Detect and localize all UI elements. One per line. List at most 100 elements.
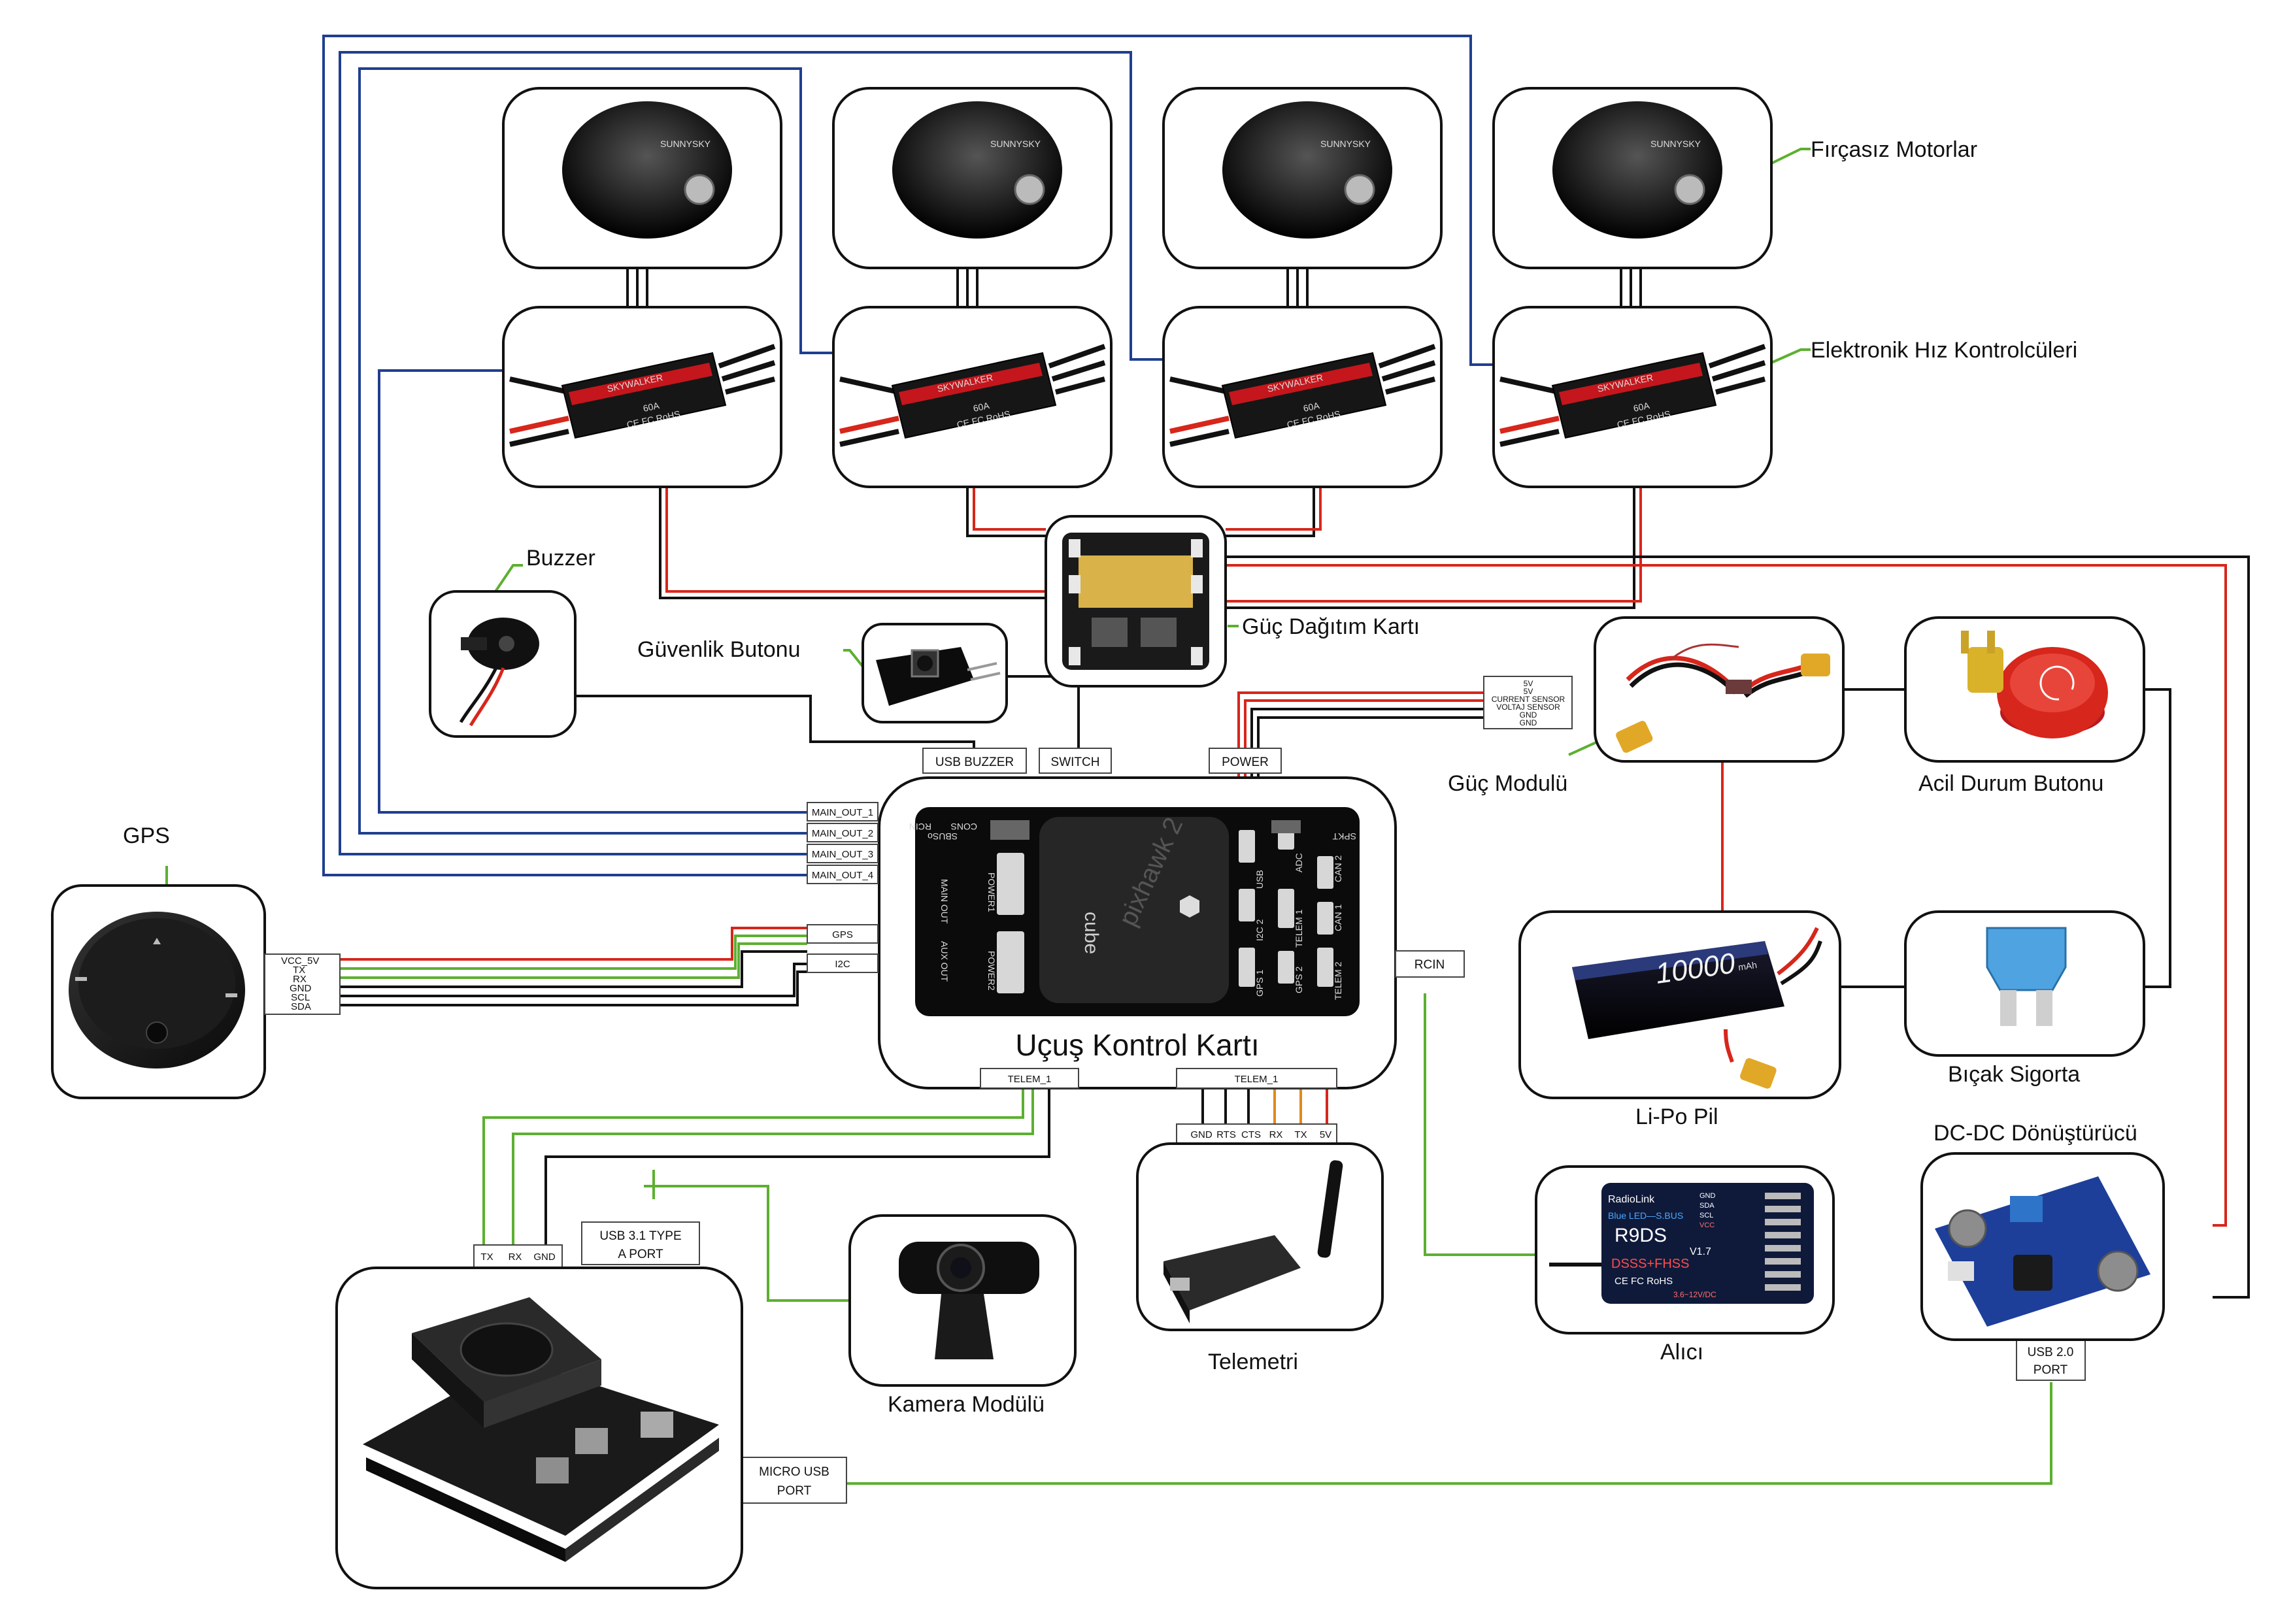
telem-pin-rx: RX: [1269, 1129, 1283, 1140]
label-lipo: Li-Po Pil: [1635, 1104, 1718, 1129]
esc-rating: 60A: [1302, 400, 1320, 414]
rx-version: V1.7: [1690, 1246, 1711, 1257]
pm-pin-5v-b: 5V: [1524, 687, 1533, 696]
label-telemetry: Telemetri: [1208, 1350, 1298, 1374]
motor-4: SUNNYSKY: [1492, 87, 1773, 269]
fc-main-out: MAIN OUT: [939, 879, 950, 924]
motor-1: SUNNYSKY: [502, 87, 782, 269]
port-labels: [473, 676, 2086, 1504]
fc-telem2: TELEM 2: [1333, 961, 1343, 1000]
lipo-battery: 10000 mAh: [1518, 910, 1841, 1099]
gps-pin-sda: SDA: [291, 1001, 311, 1012]
esc-3: SKYWALKER 60A CE FC RoHS: [1162, 306, 1443, 488]
camera-module: [848, 1214, 1077, 1387]
fc-aux-out: AUX OUT: [939, 941, 950, 982]
port-rcin: RCIN: [1414, 958, 1445, 972]
blade-fuse: [1904, 910, 2145, 1057]
black-wires: [544, 268, 1642, 1245]
port-main-out-4: MAIN_OUT_4: [812, 870, 873, 881]
rx-dsss: DSSS+FHSS: [1611, 1257, 1689, 1271]
rx-brand: RadioLink: [1608, 1194, 1655, 1205]
fc-gps1: GPS 1: [1254, 970, 1265, 997]
motor-brand: SUNNYSKY: [990, 139, 1041, 149]
power-distribution-board: [1045, 515, 1227, 688]
telem-pin-rts: RTS: [1216, 1129, 1236, 1140]
wire-buzzer: [575, 695, 975, 758]
pm-pin-gnd-a: GND: [1520, 710, 1537, 720]
rx-pin-gnd: GND: [1699, 1192, 1716, 1200]
port-usb20-l1: USB 2.0: [2028, 1346, 2074, 1359]
motor-3: SUNNYSKY: [1162, 87, 1443, 269]
telem-pin-5v: 5V: [1320, 1129, 1331, 1140]
port-main-out-3: MAIN_OUT_3: [812, 849, 873, 860]
gps-pin-tx: TX: [293, 965, 305, 976]
port-power: POWER: [1222, 755, 1269, 769]
gps-pin-box: VCC_5V TX RX GND SCL SDA: [264, 953, 341, 1015]
gps-wires: [340, 927, 807, 1006]
gps-module: [51, 884, 266, 1099]
port-usb31-l1: USB 3.1 TYPE: [599, 1229, 681, 1243]
rx-pin-vcc: VCC: [1699, 1221, 1715, 1229]
label-buzzer: Buzzer: [526, 546, 595, 571]
fc-telem1: TELEM 1: [1294, 909, 1304, 948]
signal-wires: [322, 35, 1494, 876]
esc-2: SKYWALKER 60A CE FC RoHS: [832, 306, 1113, 488]
motor-esc-links: [626, 268, 1642, 307]
fc-sbus: SBUSo: [928, 831, 958, 842]
telem-pin-cts: CTS: [1241, 1129, 1261, 1140]
label-emergency: Acil Durum Butonu: [1918, 771, 2103, 796]
motor-body: [1552, 101, 1722, 239]
buzzer: [429, 590, 577, 738]
rx-pin-scl: SCL: [1699, 1212, 1713, 1219]
label-motors: Fırçasız Motorlar: [1811, 137, 1977, 162]
power-module: [1594, 616, 1845, 763]
label-camera: Kamera Modülü: [888, 1392, 1045, 1417]
esc-1: SKYWALKER 60A CE FC RoHS: [502, 306, 782, 488]
lipo-unit: mAh: [1737, 959, 1758, 972]
motor-brand: SUNNYSKY: [660, 139, 711, 149]
port-microusb-l1: MICRO USB: [759, 1465, 829, 1479]
jetson-pin-rx: RX: [509, 1251, 522, 1263]
wire-telem-gnd: [544, 1088, 1050, 1245]
power-wires: [659, 487, 2250, 1299]
fc-gps2: GPS 2: [1294, 967, 1304, 993]
fc-brand: cube: [1080, 912, 1102, 954]
rx-model: R9DS: [1615, 1225, 1667, 1246]
port-label-text: USB BUZZER SWITCH POWER MAIN_OUT_1 MAIN_…: [480, 679, 2073, 1498]
escs: SKYWALKER 60A CE FC RoHS SKYWALKER 60A C…: [502, 306, 1773, 488]
telemetry-module: [1136, 1142, 1384, 1331]
motors: SUNNYSKY SUNNYSKY SUNNYSKY SUNNYSKY: [502, 87, 1773, 269]
port-usb-buzzer: USB BUZZER: [935, 755, 1014, 769]
telem-pin-gnd: GND: [1190, 1129, 1213, 1140]
port-switch: SWITCH: [1051, 755, 1100, 769]
port-gps: GPS: [832, 929, 853, 940]
port-main-out-2: MAIN_OUT_2: [812, 828, 873, 839]
emergency-button: [1904, 616, 2145, 763]
esc-rating: 60A: [642, 400, 660, 414]
label-power-module: Güç Modulü: [1448, 771, 1567, 796]
motor-body: [892, 101, 1062, 239]
fc-power2: POWER2: [986, 951, 997, 991]
label-dcdc: DC-DC Dönüştürücü: [1933, 1121, 2137, 1146]
label-fuse: Bıçak Sigorta: [1948, 1062, 2080, 1087]
gps-pin-rx: RX: [293, 974, 307, 985]
rx-marks: CE FC RoHS: [1615, 1276, 1673, 1287]
esc-rating: 60A: [1632, 400, 1650, 414]
esc-4: SKYWALKER 60A CE FC RoHS: [1492, 306, 1773, 488]
motor-brand: SUNNYSKY: [1650, 139, 1701, 149]
dcdc-converter: [1920, 1152, 2165, 1341]
pm-pin-5v-a: 5V: [1524, 679, 1533, 688]
pm-pin-current: CURRENT SENSOR: [1492, 695, 1565, 704]
port-usb31-l2: A PORT: [618, 1248, 663, 1261]
fc-power1: POWER1: [986, 872, 997, 912]
port-microusb-l2: PORT: [777, 1484, 812, 1498]
label-gps: GPS: [123, 823, 170, 848]
gps-pin-vcc: VCC_5V: [281, 955, 319, 967]
wire-main-out-3: [339, 51, 1165, 855]
rx-voltage: 3.6~12V/DC: [1673, 1290, 1716, 1299]
motor-2: SUNNYSKY: [832, 87, 1113, 269]
wire-main-out-4: [322, 35, 1494, 876]
fc-spkt: SPKT: [1332, 831, 1356, 842]
wire-main-out-2: [358, 67, 838, 835]
